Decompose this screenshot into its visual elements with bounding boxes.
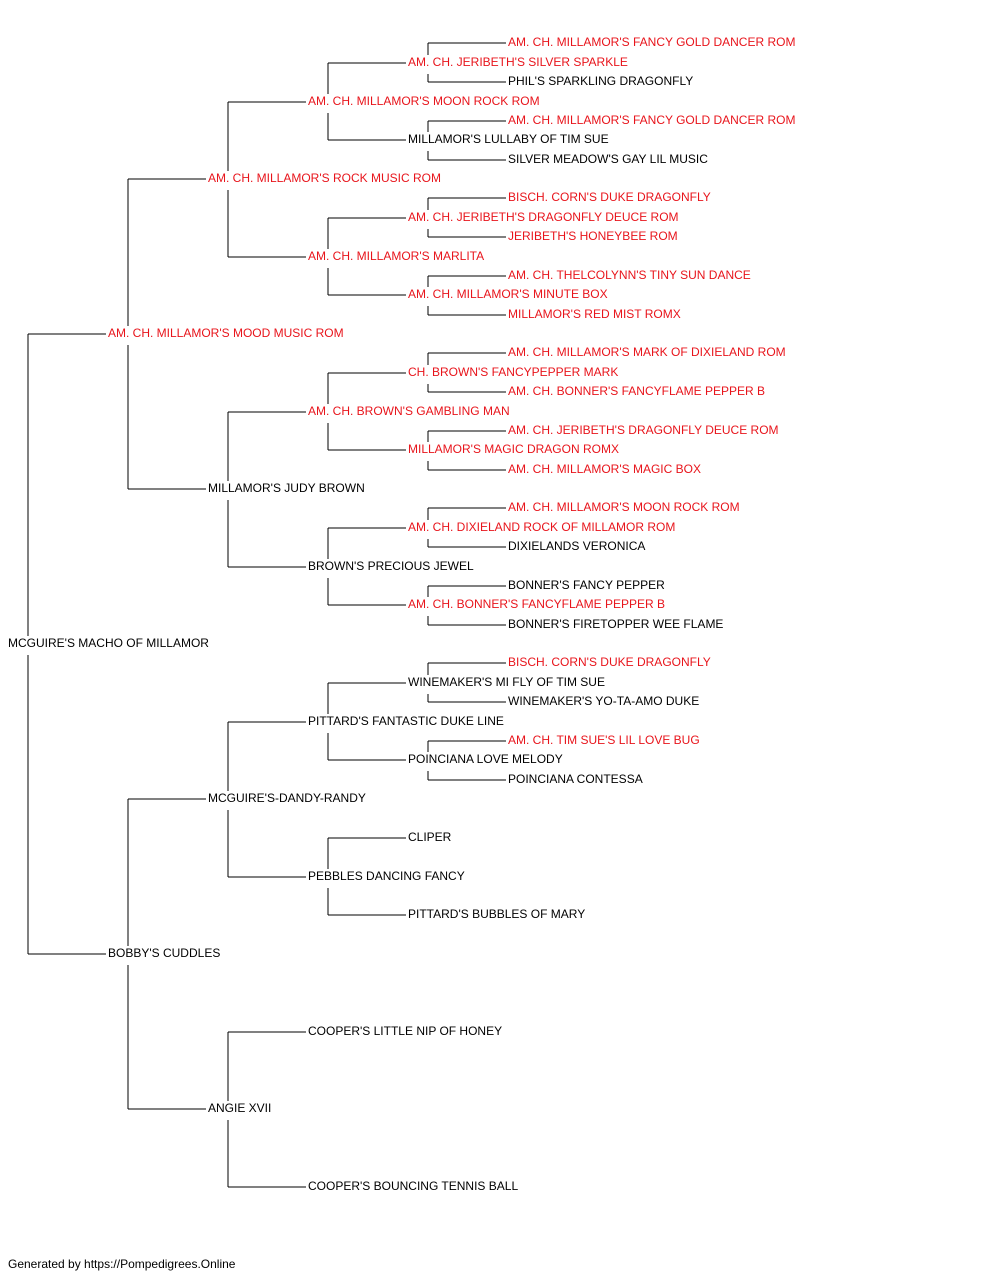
pedigree-node-sire-sire-dam-sire-dam: JERIBETH'S HONEYBEE ROM <box>508 229 678 243</box>
pedigree-node-sire-sire-dam-dam: AM. CH. MILLAMOR'S MINUTE BOX <box>408 287 608 301</box>
pedigree-node-dam-sire-dam-dam: PITTARD'S BUBBLES OF MARY <box>408 907 585 921</box>
pedigree-node-sire-sire-sire-dam: MILLAMOR'S LULLABY OF TIM SUE <box>408 132 609 146</box>
pedigree-node-dam-sire-sire-dam-sire: AM. CH. TIM SUE'S LIL LOVE BUG <box>508 733 700 747</box>
pedigree-node-dam-sire-sire: PITTARD'S FANTASTIC DUKE LINE <box>308 714 504 728</box>
pedigree-node-sire-sire-dam-sire-sire: BISCH. CORN'S DUKE DRAGONFLY <box>508 190 711 204</box>
pedigree-node-sire-sire-sire-sire-sire: AM. CH. MILLAMOR'S FANCY GOLD DANCER ROM <box>508 35 795 49</box>
pedigree-node-sire-sire-sire-dam-dam: SILVER MEADOW'S GAY LIL MUSIC <box>508 152 708 166</box>
pedigree-node-dam-sire-sire-sire-sire: BISCH. CORN'S DUKE DRAGONFLY <box>508 655 711 669</box>
pedigree-node-sire-dam-sire-sire: CH. BROWN'S FANCYPEPPER MARK <box>408 365 618 379</box>
pedigree-node-dam-dam-sire: COOPER'S LITTLE NIP OF HONEY <box>308 1024 502 1038</box>
pedigree-node-sire-dam-dam-sire-dam: DIXIELANDS VERONICA <box>508 539 645 553</box>
pedigree-node-sire-sire-sire-sire-dam: PHIL'S SPARKLING DRAGONFLY <box>508 74 693 88</box>
pedigree-node-dam-sire-dam-sire: CLIPER <box>408 830 452 844</box>
pedigree-node-dam-sire-sire-dam: POINCIANA LOVE MELODY <box>408 752 563 766</box>
pedigree-node-sire-dam-sire-dam-sire: AM. CH. JERIBETH'S DRAGONFLY DEUCE ROM <box>508 423 779 437</box>
pedigree-node-sire-dam-sire-dam: MILLAMOR'S MAGIC DRAGON ROMX <box>408 442 619 456</box>
pedigree-node-sire-sire-sire: AM. CH. MILLAMOR'S MOON ROCK ROM <box>308 94 540 108</box>
pedigree-node-sire-sire-sire-dam-sire: AM. CH. MILLAMOR'S FANCY GOLD DANCER ROM <box>508 113 795 127</box>
pedigree-node-sire-dam-sire-sire-sire: AM. CH. MILLAMOR'S MARK OF DIXIELAND ROM <box>508 345 786 359</box>
pedigree-node-sire-dam-sire-sire-dam: AM. CH. BONNER'S FANCYFLAME PEPPER B <box>508 384 765 398</box>
pedigree-node-sire-dam-dam-sire-sire: AM. CH. MILLAMOR'S MOON ROCK ROM <box>508 500 740 514</box>
pedigree-node-sire-dam-sire-dam-dam: AM. CH. MILLAMOR'S MAGIC BOX <box>508 462 701 476</box>
pedigree-node-dam: BOBBY'S CUDDLES <box>108 946 220 960</box>
pedigree-node-dam-sire-dam: PEBBLES DANCING FANCY <box>308 869 465 883</box>
pedigree-node-sire-sire-dam-dam-sire: AM. CH. THELCOLYNN'S TINY SUN DANCE <box>508 268 751 282</box>
generated-by-footer: Generated by https://Pompedigrees.Online <box>8 1257 236 1271</box>
pedigree-node-dam-dam-dam: COOPER'S BOUNCING TENNIS BALL <box>308 1179 518 1193</box>
pedigree-node-sire-dam: MILLAMOR'S JUDY BROWN <box>208 481 365 495</box>
pedigree-node-sire-dam-sire: AM. CH. BROWN'S GAMBLING MAN <box>308 404 510 418</box>
pedigree-node-sire-dam-dam-dam: AM. CH. BONNER'S FANCYFLAME PEPPER B <box>408 597 665 611</box>
pedigree-node-sire-dam-dam: BROWN'S PRECIOUS JEWEL <box>308 559 474 573</box>
pedigree-node-dam-sire-sire-sire: WINEMAKER'S MI FLY OF TIM SUE <box>408 675 605 689</box>
pedigree-node-sire-sire-sire-sire: AM. CH. JERIBETH'S SILVER SPARKLE <box>408 55 628 69</box>
pedigree-node-dam-sire-sire-dam-dam: POINCIANA CONTESSA <box>508 772 643 786</box>
pedigree-node-sire-sire: AM. CH. MILLAMOR'S ROCK MUSIC ROM <box>208 171 441 185</box>
pedigree-node-sire-dam-dam-dam-sire: BONNER'S FANCY PEPPER <box>508 578 665 592</box>
pedigree-node-sire-dam-dam-dam-dam: BONNER'S FIRETOPPER WEE FLAME <box>508 617 723 631</box>
pedigree-node-sire-sire-dam-sire: AM. CH. JERIBETH'S DRAGONFLY DEUCE ROM <box>408 210 679 224</box>
pedigree-node-dam-dam: ANGIE XVII <box>208 1101 271 1115</box>
pedigree-node-sire: AM. CH. MILLAMOR'S MOOD MUSIC ROM <box>108 326 344 340</box>
pedigree-node-sire-sire-dam: AM. CH. MILLAMOR'S MARLITA <box>308 249 484 263</box>
pedigree-node-root: MCGUIRE'S MACHO OF MILLAMOR <box>8 636 209 650</box>
pedigree-node-sire-sire-dam-dam-dam: MILLAMOR'S RED MIST ROMX <box>508 307 681 321</box>
pedigree-node-dam-sire: MCGUIRE'S-DANDY-RANDY <box>208 791 366 805</box>
pedigree-node-dam-sire-sire-sire-dam: WINEMAKER'S YO-TA-AMO DUKE <box>508 694 699 708</box>
pedigree-node-sire-dam-dam-sire: AM. CH. DIXIELAND ROCK OF MILLAMOR ROM <box>408 520 675 534</box>
